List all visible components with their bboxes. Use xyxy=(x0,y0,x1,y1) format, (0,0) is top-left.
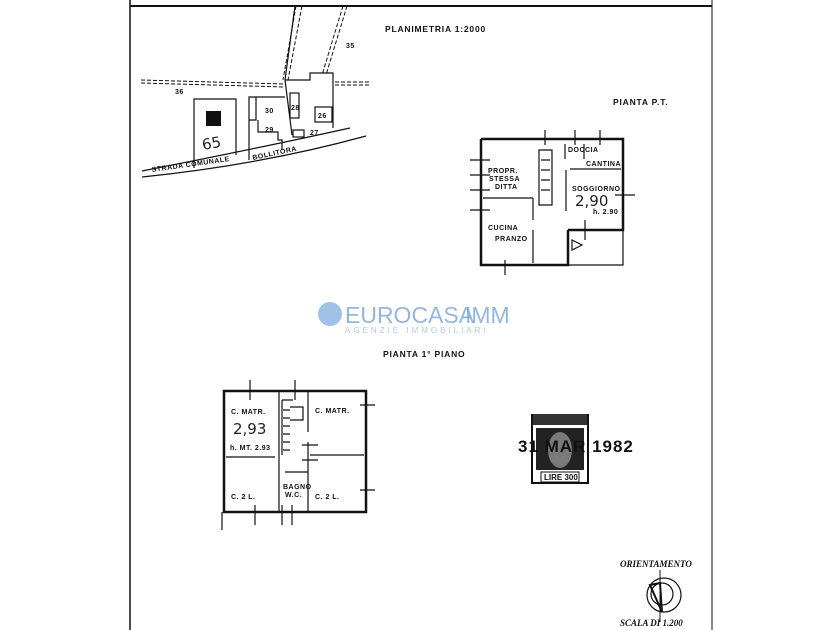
stamp-value: LIRE 300 xyxy=(544,473,578,482)
ground-floor-plan: PIANTA P.T. PROPR. STESSA DITTA DOCCIA C… xyxy=(470,97,668,275)
road-name: BOLLITORA xyxy=(252,146,298,162)
orientation-compass: ORIENTAMENTO SCALA DI 1.200 xyxy=(620,559,692,628)
room-label-stessa: STESSA xyxy=(489,176,520,183)
ground-floor-title: PIANTA P.T. xyxy=(613,97,668,107)
revenue-stamp: 31 MAR 1982 LIRE 300 xyxy=(518,414,634,484)
parcel-26: 26 xyxy=(318,113,327,120)
orientation-title: ORIENTAMENTO xyxy=(620,559,692,569)
room-label-propr: PROPR. xyxy=(488,168,518,175)
site-plan: PLANIMETRIA 1:2000 35 36 30 29 28 26 27 … xyxy=(140,5,486,178)
parcel-28: 28 xyxy=(291,105,300,112)
room-label-matr-left: C. MATR. xyxy=(231,409,266,416)
parcel-29: 29 xyxy=(265,127,274,134)
site-plan-title: PLANIMETRIA 1:2000 xyxy=(385,24,486,34)
room-label-c2l-left: C. 2 L. xyxy=(231,494,256,501)
room-label-cantina: CANTINA xyxy=(586,161,621,168)
compass-icon xyxy=(646,577,682,613)
room-label-wc: W.C. xyxy=(285,492,302,499)
parcel-30: 30 xyxy=(265,108,274,115)
room-label-doccia: DOCCIA xyxy=(568,147,599,154)
first-floor-height-handwritten: 2,93 xyxy=(233,420,266,438)
first-floor-plan: PIANTA 1° PIANO C. MATR. 2,93 h. MT. 2.9… xyxy=(221,349,465,530)
page-border xyxy=(129,0,713,630)
ground-floor-height-handwritten: 2,90 xyxy=(575,192,608,210)
orientation-scale: SCALA DI 1.200 xyxy=(620,618,683,628)
room-label-cucina: CUCINA xyxy=(488,225,518,232)
parcel-36: 36 xyxy=(175,89,184,96)
stamp-date: 31 MAR 1982 xyxy=(518,437,634,456)
first-floor-height-note: h. MT. 2.93 xyxy=(230,445,271,452)
room-label-c2l-right: C. 2 L. xyxy=(315,494,340,501)
room-label-soggiorno: SOGGIORNO xyxy=(572,186,621,193)
eurocasa-logo-icon xyxy=(318,302,342,326)
ground-floor-height-note: h. 2.90 xyxy=(593,209,618,216)
watermark-tagline: AGENZIE IMMOBILIARI xyxy=(345,326,489,335)
room-label-matr-right: C. MATR. xyxy=(315,408,350,415)
watermark-brand: EUROCASA xyxy=(345,302,475,328)
room-label-pranzo: PRANZO xyxy=(495,236,528,243)
room-label-bagno: BAGNO xyxy=(283,484,312,491)
watermark-brand-suffix: IMM xyxy=(465,302,510,328)
room-label-ditta: DITTA xyxy=(495,184,518,191)
first-floor-title: PIANTA 1° PIANO xyxy=(383,349,465,359)
handwritten-note: 65 xyxy=(201,133,223,154)
parcel-35: 35 xyxy=(346,43,355,50)
eurocasa-watermark: EUROCASA IMM AGENZIE IMMOBILIARI xyxy=(318,302,510,335)
parcel-27: 27 xyxy=(310,130,319,137)
